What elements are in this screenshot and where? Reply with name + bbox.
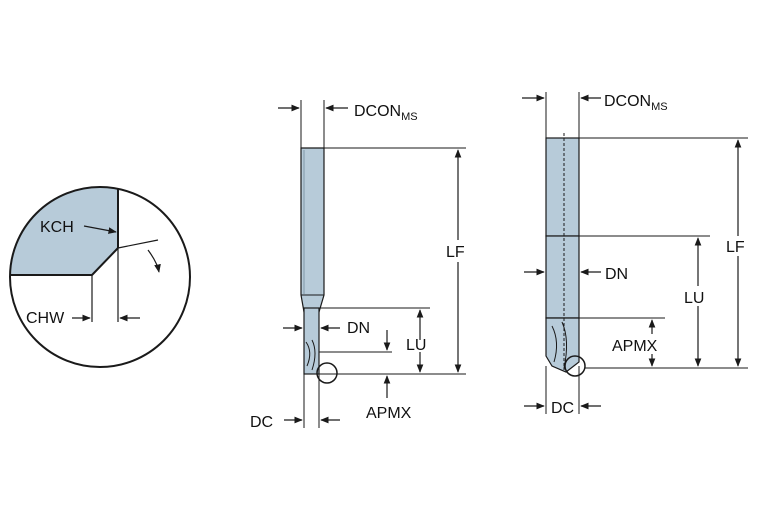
detail-tool-face: [10, 187, 118, 275]
right-tool-shank: [545, 137, 580, 237]
left-dcon-label: DCONMS: [354, 103, 418, 123]
right-tool-flute: [545, 317, 580, 373]
right-lf-label: LF: [726, 239, 745, 256]
right-lu-label: LU: [684, 290, 704, 307]
left-corner-circle: [316, 362, 338, 384]
left-tool-neck: [303, 307, 320, 375]
chamfer-detail: KCH CHW: [9, 186, 191, 368]
left-lf-label: LF: [446, 244, 465, 261]
left-dn-label: DN: [347, 320, 370, 337]
right-tool-body: [545, 235, 580, 319]
kch-label: KCH: [40, 219, 74, 236]
left-apmx-label: APMX: [366, 405, 412, 422]
right-corner-circle: [564, 355, 586, 377]
left-dc-label: DC: [250, 414, 273, 431]
right-apmx-label: APMX: [612, 338, 658, 355]
right-dn-label: DN: [605, 266, 628, 283]
left-lu-label: LU: [406, 337, 426, 354]
chw-label: CHW: [26, 310, 65, 327]
tool-left: DCONMS DN LU LF APMX DC: [250, 100, 466, 431]
right-dc-label: DC: [551, 400, 574, 417]
tool-right: DCONMS DN LU LF APMX DC: [522, 92, 748, 417]
right-dcon-label: DCONMS: [604, 93, 668, 113]
